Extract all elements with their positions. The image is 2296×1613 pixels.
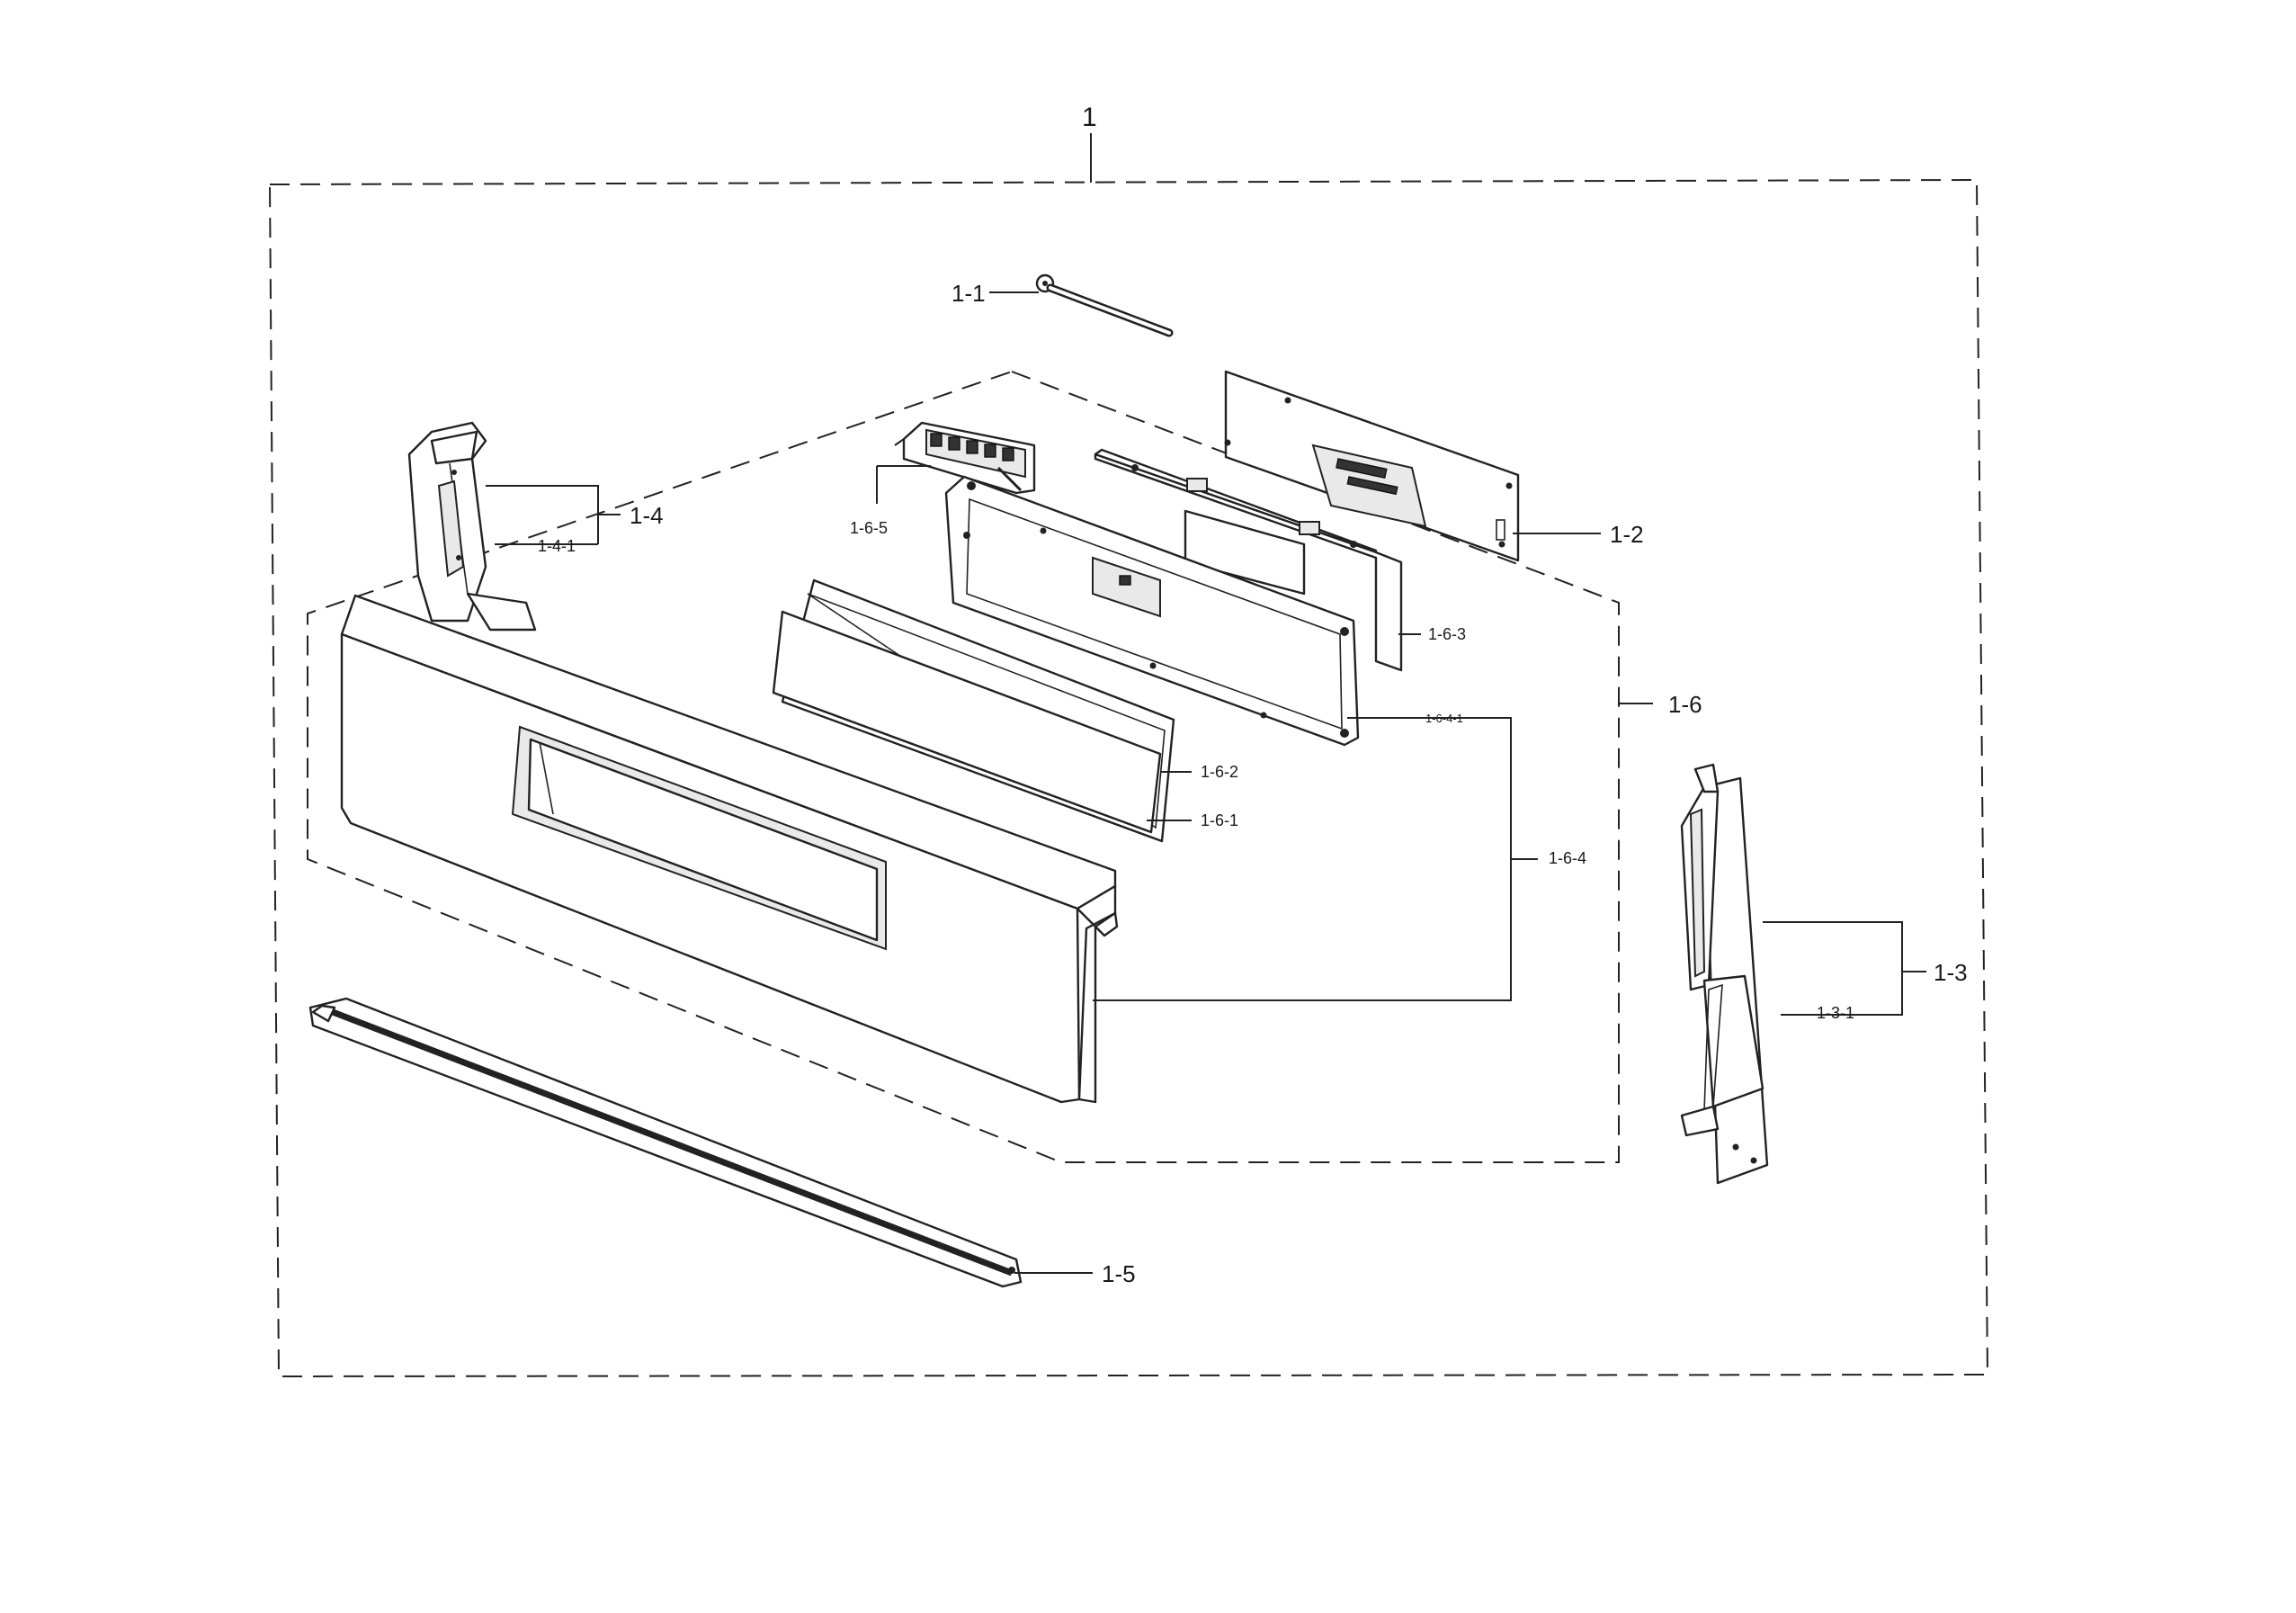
label-1-6-4-1: 1-6-4-1 (1425, 712, 1463, 725)
part-rod (1035, 273, 1174, 337)
label-1-4-1: 1-4-1 (538, 537, 576, 555)
part-rear-cover (1224, 370, 1520, 562)
part-control-frame (944, 475, 1360, 747)
assembly-boundary (268, 178, 1989, 1378)
label-1-3-1: 1-3-1 (1817, 1004, 1854, 1022)
subassembly-1-6-boundary (307, 371, 1620, 1163)
part-board-bracket (1094, 448, 1403, 672)
part-control-panel (340, 594, 1119, 1104)
label-1-4: 1-4 (630, 502, 664, 529)
label-1-5: 1-5 (1102, 1260, 1136, 1287)
part-overlay-film (772, 610, 1162, 834)
label-1-3: 1-3 (1934, 959, 1968, 986)
callout-labels: 1 1-1 1-2 1-3 1-3-1 1-4 1-4-1 1-5 1-6 1-… (538, 103, 1968, 1287)
part-left-bracket (407, 421, 537, 632)
label-1-6-5: 1-6-5 (850, 519, 888, 537)
label-1-6-1: 1-6-1 (1201, 811, 1238, 829)
label-1-1: 1-1 (951, 280, 986, 307)
label-1-6-3: 1-6-3 (1428, 625, 1466, 643)
part-bottom-trim (308, 997, 1023, 1288)
label-1-6: 1-6 (1668, 691, 1702, 718)
label-1-6-4: 1-6-4 (1549, 849, 1586, 867)
part-right-bracket (1680, 763, 1769, 1185)
label-1-6-2: 1-6-2 (1201, 763, 1238, 781)
leader-lines (486, 291, 1926, 1274)
label-1-2: 1-2 (1610, 521, 1644, 548)
part-connector-module (894, 421, 1036, 495)
label-assembly: 1 (1082, 103, 1097, 132)
